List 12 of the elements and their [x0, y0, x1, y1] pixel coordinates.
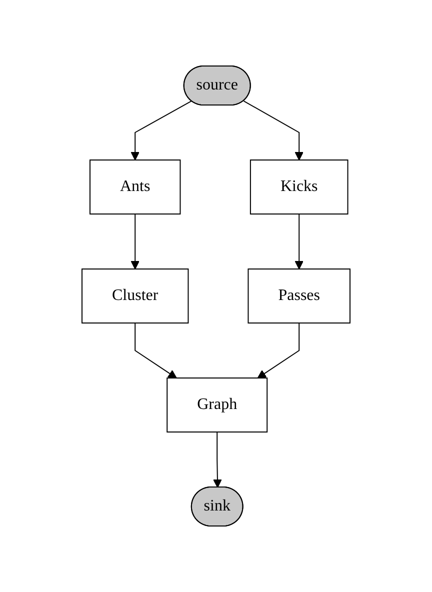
node-box: Kicks — [250, 160, 348, 214]
arrow — [130, 214, 140, 270]
node-box: Graph — [166, 378, 268, 432]
node-box: Cluster — [82, 268, 189, 324]
arrow — [213, 432, 222, 488]
node-box: Ants — [90, 160, 181, 214]
arrow — [257, 322, 300, 378]
arrow — [134, 322, 177, 378]
node-box: Passes — [248, 268, 350, 324]
arrow — [130, 100, 192, 160]
arrow — [243, 100, 304, 160]
arrow — [294, 214, 304, 270]
